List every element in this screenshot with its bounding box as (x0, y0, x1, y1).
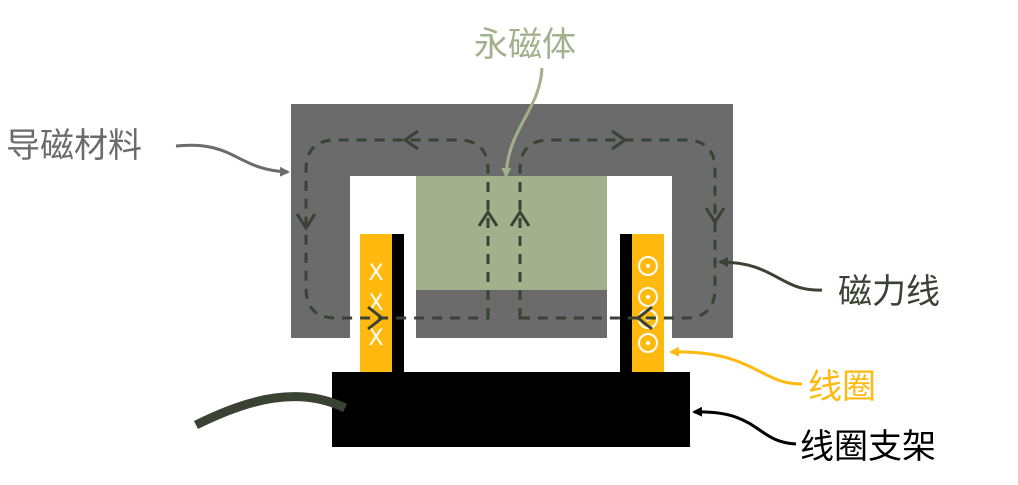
coil-wire (193, 392, 347, 430)
flux-loop-right (518, 138, 717, 320)
coil-left-holder-arm (392, 234, 404, 372)
chevron-down-icon (295, 213, 317, 231)
flux-direction-arrows (295, 129, 726, 331)
label-coil-holder: 线圈支架 (800, 427, 936, 467)
dot-circle-icon (638, 256, 658, 276)
dot-circle-icon (638, 333, 658, 353)
leader-magnetic-material (175, 143, 290, 177)
coil-holder-base (332, 372, 690, 447)
chevron-right-icon (611, 129, 628, 151)
chevron-up-icon (509, 209, 531, 227)
coil-left-mark-1: X (368, 261, 383, 286)
leader-permanent-magnet (501, 67, 544, 178)
label-flux-lines: 磁力线 (838, 272, 940, 312)
leader-flux-lines (718, 257, 823, 292)
chevron-left-icon (635, 305, 653, 331)
chevron-left-icon (402, 129, 419, 151)
leader-coil (669, 346, 803, 386)
coil-left-mark-3: X (368, 326, 383, 351)
label-magnetic-material: 导磁材料 (6, 126, 142, 166)
label-coil: 线圈 (808, 367, 876, 407)
coil-left (360, 234, 392, 372)
dot-circle-icon (638, 287, 658, 307)
coil-left-marks: X X X (368, 261, 383, 351)
flux-lines (304, 138, 717, 320)
permanent-magnet (416, 176, 607, 290)
leader-coil-holder (692, 406, 797, 446)
coil-right-holder-arm (620, 234, 632, 372)
chevron-up-icon (477, 209, 499, 227)
label-permanent-magnet: 永磁体 (474, 25, 576, 65)
chevron-down-icon (704, 207, 726, 225)
chevron-right-icon (367, 305, 385, 331)
flux-loop-left (304, 138, 490, 320)
